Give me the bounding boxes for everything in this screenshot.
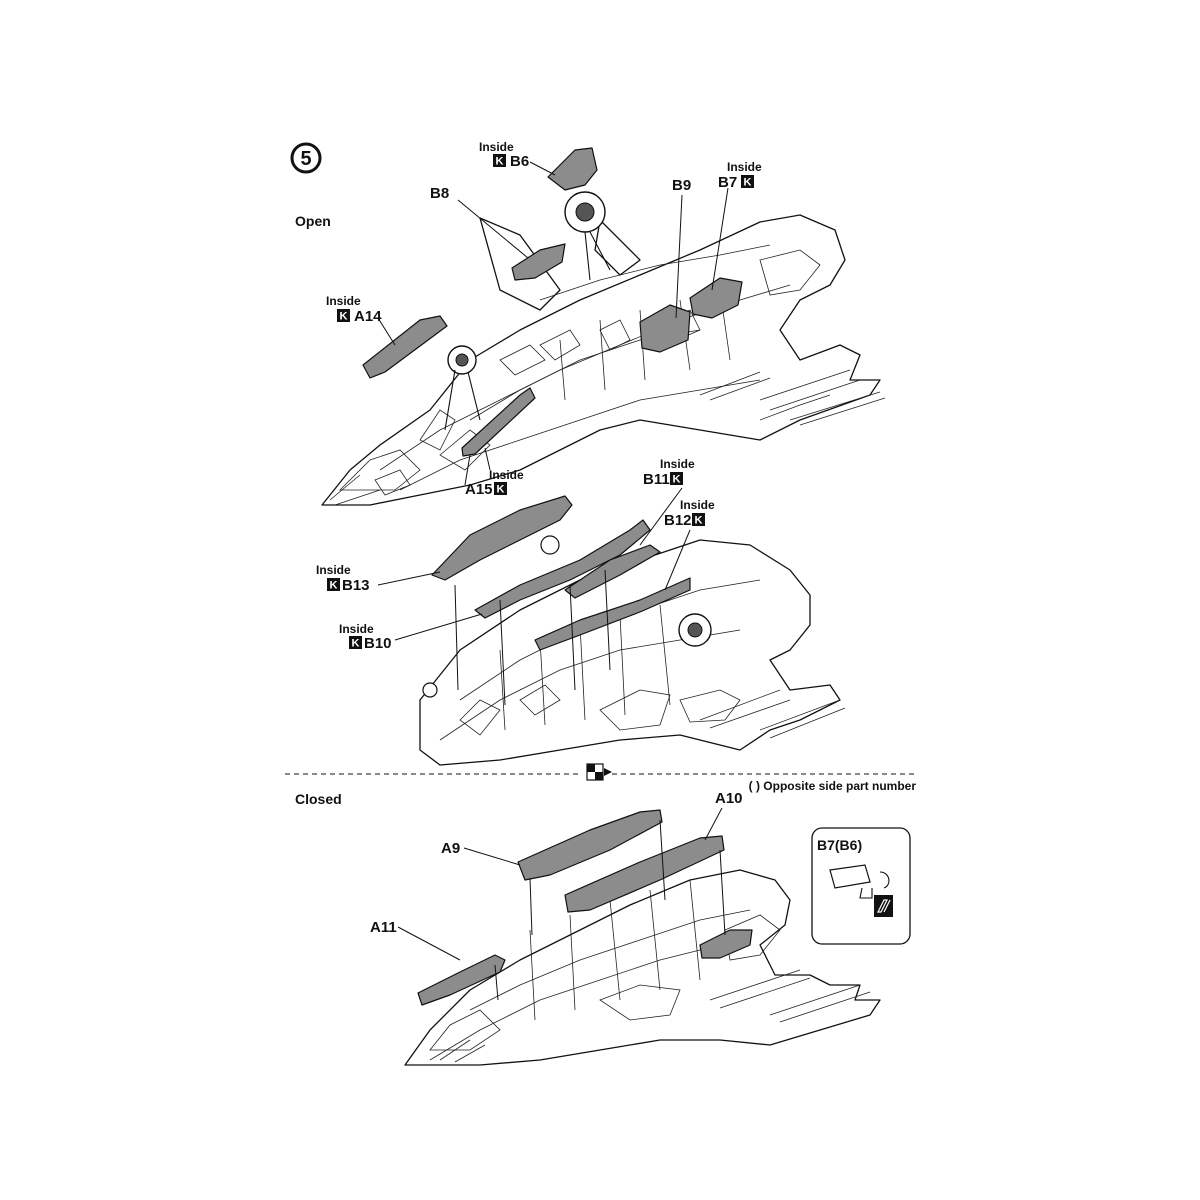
part-a11-shape — [417, 954, 506, 1006]
label-b11: B11 — [643, 471, 670, 488]
labels-open-upper: Inside K B6 B8 B9 Inside B7 K Inside K A… — [326, 140, 762, 498]
label-inside-b7: Inside — [727, 160, 762, 174]
part-b12-shape — [534, 577, 691, 651]
label-inside-b13: Inside — [316, 563, 351, 577]
part-b8-shape — [511, 243, 566, 281]
k-mark-b11 — [670, 472, 683, 485]
label-inside-b12: Inside — [680, 498, 715, 512]
step-number-badge: 5 — [290, 142, 322, 174]
part-b9-shape — [639, 304, 691, 353]
part-b13-shape — [431, 495, 573, 581]
part-b10-shape — [474, 519, 651, 619]
label-inside-b6: Inside — [479, 140, 514, 154]
label-b8: B8 — [430, 185, 449, 202]
aircraft-closed — [404, 869, 881, 1066]
k-mark-a14-text: K — [340, 311, 348, 323]
label-a10: A10 — [715, 790, 743, 807]
label-b13: B13 — [342, 577, 370, 594]
k-mark-b6 — [493, 154, 506, 167]
k-mark-b10 — [349, 636, 362, 649]
label-a11: A11 — [370, 919, 397, 936]
label-b6: B6 — [510, 153, 529, 170]
detail-inset-label: B7(B6) — [817, 837, 862, 853]
k-mark-a15-text: K — [497, 484, 505, 496]
k-mark-b7-text: K — [744, 177, 752, 189]
label-a9: A9 — [441, 840, 460, 857]
label-inside-a15: Inside — [489, 468, 524, 482]
aircraft-open-lower — [419, 535, 846, 766]
parts-open-upper — [362, 147, 743, 457]
k-mark-b13-text: K — [330, 580, 338, 592]
step-number: 5 — [300, 148, 311, 170]
label-b10: B10 — [364, 635, 392, 652]
parts-open-lower — [431, 495, 691, 651]
k-mark-b11-text: K — [673, 474, 681, 486]
open-heading: Open — [295, 213, 331, 229]
labels-open-lower: Inside B11 K Inside B12 K Inside K B13 I… — [316, 457, 715, 652]
k-mark-b12 — [692, 513, 705, 526]
label-b12: B12 — [664, 512, 692, 529]
section-divider — [285, 763, 917, 781]
part-a10-shape — [564, 835, 725, 913]
label-b9: B9 — [672, 177, 691, 194]
leaders-open-upper — [377, 161, 729, 486]
part-b7-shape — [689, 277, 743, 319]
k-mark-a14 — [337, 309, 350, 322]
k-mark-a15 — [494, 482, 507, 495]
label-inside-a14: Inside — [326, 294, 361, 308]
label-a15: A15 — [465, 481, 493, 498]
label-inside-b10: Inside — [339, 622, 374, 636]
closed-heading: Closed — [295, 791, 342, 807]
part-a9-shape — [517, 809, 663, 881]
part-b7-closed-shape — [699, 929, 753, 959]
leaders-open-lower — [377, 487, 691, 706]
k-mark-b10-text: K — [352, 638, 360, 650]
k-mark-b7 — [741, 175, 754, 188]
k-mark-b6-text: K — [496, 156, 504, 168]
k-mark-b13 — [327, 578, 340, 591]
parts-closed — [417, 809, 753, 1006]
part-a15-shape — [461, 387, 536, 457]
part-b11-shape — [564, 544, 661, 599]
label-inside-b11: Inside — [660, 457, 695, 471]
leaders-closed — [397, 807, 726, 1001]
part-a14-shape — [362, 315, 448, 379]
label-a14: A14 — [354, 308, 382, 325]
detail-inset: B7(B6) — [811, 827, 911, 945]
opposite-side-legend: ( ) Opposite side part number — [749, 779, 917, 793]
k-mark-b12-text: K — [695, 515, 703, 527]
part-b6-shape — [547, 147, 598, 191]
label-b7: B7 — [718, 174, 737, 191]
alternative-mark-icon — [586, 763, 612, 781]
labels-closed: A9 A10 A11 — [370, 790, 743, 936]
